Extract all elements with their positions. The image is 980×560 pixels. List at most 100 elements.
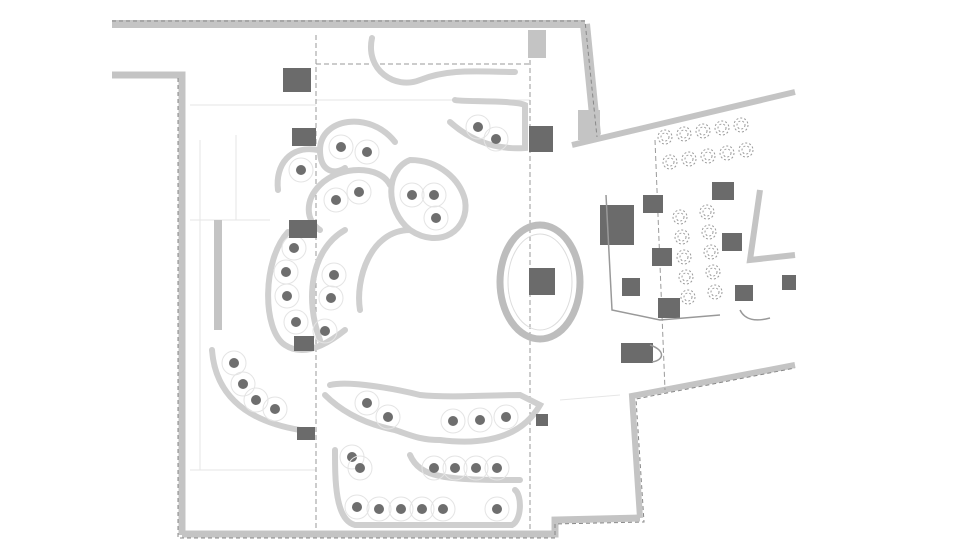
seat-dot [417, 504, 427, 514]
column-block [292, 128, 316, 146]
table-circle [722, 148, 732, 158]
column-block [289, 220, 317, 238]
column-block [712, 182, 734, 200]
table-circle [675, 212, 685, 222]
table-circle [665, 157, 675, 167]
seat-dot [320, 326, 330, 336]
table-circle [660, 132, 670, 142]
seat-dot [238, 379, 248, 389]
table-circle [681, 272, 691, 282]
booth-center-blob [388, 157, 469, 242]
seat-ring [430, 496, 456, 522]
seat-dot [407, 190, 417, 200]
table-circle [681, 151, 697, 167]
seat-ring [221, 350, 247, 376]
seat-ring [328, 134, 354, 160]
booth-north-east [447, 97, 528, 152]
seat-dot [281, 267, 291, 277]
booth-west-long [265, 229, 348, 353]
seat-dot [431, 213, 441, 223]
seat-ring [467, 407, 493, 433]
seat-ring [421, 455, 447, 481]
seat-dot [492, 504, 502, 514]
table-circle [705, 264, 721, 280]
booth-north-west [316, 118, 398, 175]
columns [283, 68, 796, 440]
table-circle [733, 117, 749, 133]
seat-ring [366, 496, 392, 522]
table-circle [703, 244, 719, 260]
table-circle [672, 209, 688, 225]
seat-ring [493, 404, 519, 430]
oval-bar [496, 221, 584, 343]
column-block [297, 427, 315, 440]
south-east-wall [628, 362, 796, 519]
oval-bar-counter [496, 221, 584, 343]
east-rooms [605, 194, 771, 363]
column-block [622, 278, 640, 296]
table-circle [698, 126, 708, 136]
table-circle [719, 145, 735, 161]
seat-ring [230, 371, 256, 397]
seat-dot [355, 463, 365, 473]
seat-ring [347, 455, 373, 481]
table-circle [701, 224, 717, 240]
seat-ring [484, 455, 510, 481]
seat-dot [448, 416, 458, 426]
seat-ring [399, 182, 425, 208]
table-circle [704, 227, 714, 237]
seat-dot [347, 452, 357, 462]
seat-ring [323, 187, 349, 213]
seat-ring [375, 404, 401, 430]
table-circle [703, 151, 713, 161]
seat-dot [362, 398, 372, 408]
table-circle [738, 142, 754, 158]
table-circle [736, 120, 746, 130]
seat-dot [289, 243, 299, 253]
seat-ring [388, 496, 414, 522]
column-block [652, 248, 672, 266]
seat-ring [346, 179, 372, 205]
column-block [658, 298, 680, 318]
curved-bench-north [367, 35, 518, 86]
table-circle [741, 145, 751, 155]
seat-ring [484, 496, 510, 522]
table-circle [683, 292, 693, 302]
seat-ring [262, 396, 288, 422]
seat-ring [440, 408, 466, 434]
seat-ring [274, 283, 300, 309]
seat-dot [491, 134, 501, 144]
seat-ring [483, 126, 509, 152]
seat-dot [471, 463, 481, 473]
column-block [600, 205, 634, 245]
seat-dot [473, 122, 483, 132]
booth-west-small [274, 146, 321, 193]
seat-dot [396, 504, 406, 514]
table-circle [679, 129, 689, 139]
seat-dot [501, 412, 511, 422]
seat-dot [282, 291, 292, 301]
booth-center-loop [305, 167, 393, 233]
seat-dot [429, 463, 439, 473]
seat-dot [326, 293, 336, 303]
dashed-table-grid [657, 117, 754, 305]
seat-ring [423, 205, 449, 231]
exterior-walls [112, 20, 796, 538]
table-circle [676, 126, 692, 142]
table-circle [674, 229, 690, 245]
seat-ring [318, 285, 344, 311]
seat-ring [344, 494, 370, 520]
column-block [621, 343, 653, 363]
seat-ring [421, 182, 447, 208]
column-block [529, 268, 555, 295]
table-circle [710, 287, 720, 297]
column-block [782, 275, 796, 290]
booth-south-center [322, 380, 545, 445]
seat-dot [362, 147, 372, 157]
table-circle [662, 154, 678, 170]
column-block [529, 126, 553, 152]
table-circle [680, 289, 696, 305]
booth-center-s [309, 227, 413, 343]
seat-ring [243, 387, 269, 413]
